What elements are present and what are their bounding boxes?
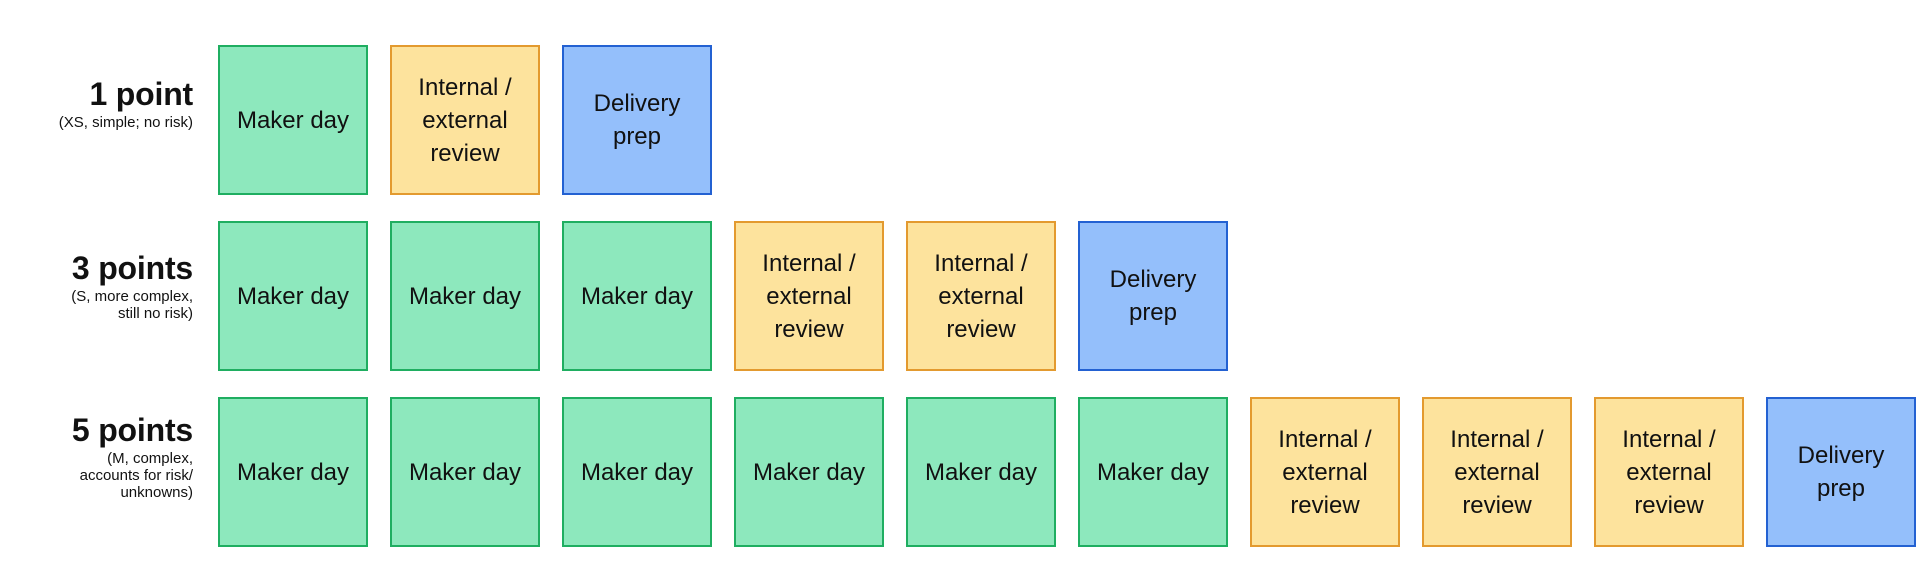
- tile-text: Maker day: [237, 104, 349, 137]
- maker-day-tile: Maker day: [218, 45, 368, 195]
- row-subtitle-line: accounts for risk/: [79, 467, 193, 484]
- delivery-prep-tile: Delivery prep: [1766, 397, 1916, 547]
- tile-text-line: external: [766, 282, 852, 310]
- tile-text-line: Maker day: [236, 282, 350, 310]
- row-title: 5 points: [71, 412, 193, 448]
- tile-text: Maker day: [237, 456, 349, 489]
- maker-day-tile: Maker day: [562, 221, 712, 371]
- tile-text: Maker day: [409, 456, 521, 489]
- tile-text-line: review: [774, 315, 844, 343]
- row-title: 3 points: [71, 250, 193, 286]
- review-tile: Internal / external review: [1422, 397, 1572, 547]
- row-label: 3 points (S, more complex,still no risk): [13, 250, 193, 400]
- tile-text: Delivery prep: [594, 87, 681, 153]
- tile-text-line: Maker day: [236, 106, 350, 134]
- maker-day-tile: Maker day: [562, 397, 712, 547]
- tile-text-line: prep: [1816, 475, 1866, 502]
- row-subtitle-line: still no risk): [117, 305, 193, 322]
- tile-text-line: Maker day: [1096, 458, 1210, 486]
- tile-text-line: review: [430, 139, 500, 167]
- tile-text-line: external: [1282, 458, 1368, 486]
- tile-text-line: Internal /: [1450, 425, 1544, 453]
- tile-text: Internal / external review: [1278, 423, 1371, 522]
- tile-text: Maker day: [581, 280, 693, 313]
- tile-text: Internal / external review: [934, 247, 1027, 346]
- tile-text-line: external: [938, 282, 1024, 310]
- maker-day-tile: Maker day: [734, 397, 884, 547]
- tile-text-line: Internal /: [934, 249, 1028, 277]
- maker-day-tile: Maker day: [1078, 397, 1228, 547]
- tile-text-line: Maker day: [580, 458, 694, 486]
- delivery-prep-tile: Delivery prep: [1078, 221, 1228, 371]
- tile-text-line: Internal /: [418, 73, 512, 101]
- tile-text-line: prep: [1128, 299, 1178, 326]
- tile-text-line: Internal /: [1278, 425, 1372, 453]
- row-label: 5 points (M, complex,accounts for risk/un…: [13, 412, 193, 562]
- tile-text-line: Delivery: [1109, 266, 1197, 293]
- tile-text-line: Maker day: [236, 458, 350, 486]
- review-tile: Internal / external review: [1250, 397, 1400, 547]
- row-label: 1 point (XS, simple; no risk): [13, 76, 193, 226]
- tile-text-line: external: [1626, 458, 1712, 486]
- delivery-prep-tile: Delivery prep: [562, 45, 712, 195]
- tile-text: Maker day: [237, 280, 349, 313]
- row-subtitle-line: unknowns): [120, 484, 193, 501]
- tile-text-line: review: [1290, 491, 1360, 519]
- tile-text: Internal / external review: [762, 247, 855, 346]
- maker-day-tile: Maker day: [906, 397, 1056, 547]
- tile-text: Maker day: [1097, 456, 1209, 489]
- tile-text: Maker day: [753, 456, 865, 489]
- review-tile: Internal / external review: [734, 221, 884, 371]
- tile-text-line: external: [422, 106, 508, 134]
- tile-text-line: external: [1454, 458, 1540, 486]
- tile-text-line: prep: [612, 123, 662, 150]
- row-subtitle-line: (M, complex,: [107, 450, 193, 467]
- tile-text: Maker day: [581, 456, 693, 489]
- tile-text: Maker day: [409, 280, 521, 313]
- tile-text-line: Delivery: [593, 90, 681, 117]
- tile-text: Internal / external review: [1450, 423, 1543, 522]
- row-title: 1 point: [89, 76, 194, 112]
- tile-text-line: review: [946, 315, 1016, 343]
- review-tile: Internal / external review: [390, 45, 540, 195]
- tile-text-line: Internal /: [762, 249, 856, 277]
- row-subtitle-line: (XS, simple; no risk): [58, 114, 193, 131]
- tile-text-line: Maker day: [752, 458, 866, 486]
- tile-text-line: Internal /: [1622, 425, 1716, 453]
- review-tile: Internal / external review: [906, 221, 1056, 371]
- tile-text-line: Maker day: [408, 458, 522, 486]
- tile-text-line: Delivery: [1797, 442, 1885, 469]
- tile-text: Maker day: [925, 456, 1037, 489]
- tile-text-line: review: [1634, 491, 1704, 519]
- tile-text-line: Maker day: [580, 282, 694, 310]
- maker-day-tile: Maker day: [218, 221, 368, 371]
- tile-text: Delivery prep: [1110, 263, 1197, 329]
- review-tile: Internal / external review: [1594, 397, 1744, 547]
- tile-text-line: Maker day: [924, 458, 1038, 486]
- tile-text: Internal / external review: [1622, 423, 1715, 522]
- tile-text: Internal / external review: [418, 71, 511, 170]
- row-subtitle-line: (S, more complex,: [71, 288, 193, 305]
- maker-day-tile: Maker day: [390, 397, 540, 547]
- tile-text: Delivery prep: [1798, 439, 1885, 505]
- tile-text-line: review: [1462, 491, 1532, 519]
- maker-day-tile: Maker day: [390, 221, 540, 371]
- maker-day-tile: Maker day: [218, 397, 368, 547]
- tile-text-line: Maker day: [408, 282, 522, 310]
